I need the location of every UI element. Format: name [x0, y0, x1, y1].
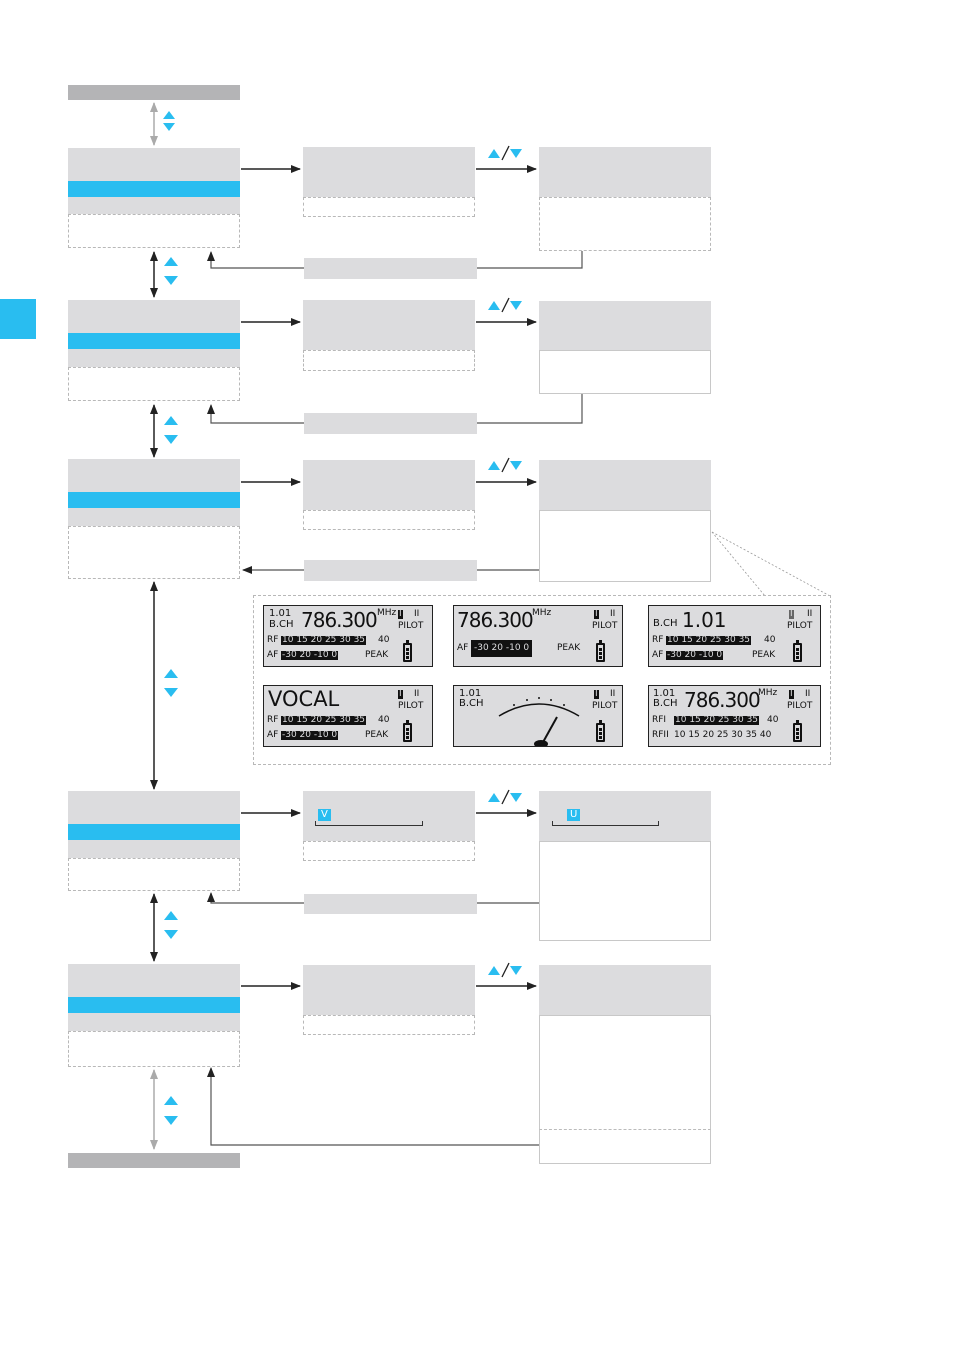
page-side-tab: [0, 299, 36, 339]
battery-icon: [793, 640, 802, 662]
up-slash-down-icon: [488, 145, 522, 978]
setting-block: [303, 460, 475, 530]
lcd-display-2: 786.300 MHz I II PILOT AF -30 20 -10 0 P…: [453, 605, 623, 667]
result-block: [539, 965, 711, 1164]
menu-highlight: [68, 333, 240, 349]
return-label: [304, 413, 477, 434]
return-label: [304, 894, 477, 914]
battery-icon: [793, 720, 802, 742]
battery-icon: [596, 720, 605, 742]
menu-bottom-bar: [68, 1153, 240, 1168]
return-label: [304, 258, 477, 279]
mode-tag-left: V: [318, 809, 331, 821]
menu-top-bar: [68, 85, 240, 100]
lcd-display-5: 1.01 B.CH I II PILOT: [453, 685, 623, 747]
lcd-display-3: B.CH 1.01 I II PILOT RF 10 15 20 25 30 3…: [648, 605, 821, 667]
analog-meter: [498, 697, 580, 746]
result-block: [539, 460, 711, 582]
mode-tag-right: U: [567, 809, 581, 821]
menu-block: [68, 791, 240, 891]
lcd-display-1: 1.01 B.CH 786.300 MHz I II PILOT RF 10 1…: [263, 605, 433, 667]
up-down-icon: [163, 111, 178, 1125]
menu-block: [68, 148, 240, 248]
result-block: U: [539, 791, 711, 941]
battery-icon: [596, 640, 605, 662]
callout-line: [711, 531, 831, 597]
menu-block: [68, 459, 240, 579]
battery-icon: [403, 640, 412, 662]
lcd-display-4: VOCAL I II PILOT RF 10 15 20 25 30 35 40…: [263, 685, 433, 747]
setting-block: V: [303, 791, 475, 861]
setting-block: [303, 147, 475, 217]
setting-block: [303, 965, 475, 1035]
menu-block: [68, 300, 240, 401]
callout-line: [711, 531, 766, 597]
lcd-display-6: 1.01 B.CH 786.300 MHz I II PILOT RFI 10 …: [648, 685, 821, 747]
menu-highlight: [68, 181, 240, 197]
menu-highlight: [68, 997, 240, 1013]
menu-highlight: [68, 492, 240, 508]
result-block: [539, 147, 711, 251]
battery-icon: [403, 720, 412, 742]
result-block: [539, 301, 711, 394]
return-label: [304, 560, 477, 581]
menu-block: [68, 964, 240, 1067]
menu-highlight: [68, 824, 240, 840]
return-arrow: [207, 1067, 540, 1146]
setting-block: [303, 300, 475, 371]
